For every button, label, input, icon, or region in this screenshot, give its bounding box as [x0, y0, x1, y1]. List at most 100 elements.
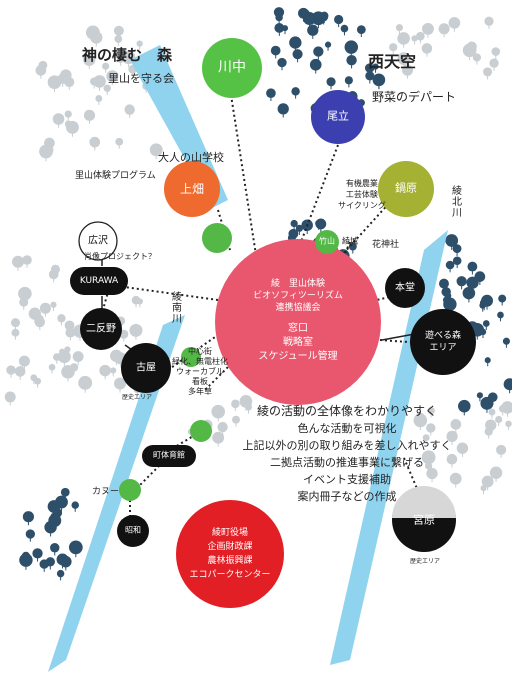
activity-line: イベント支援補助: [303, 473, 391, 486]
node-motodou-label: 本堂: [395, 282, 415, 294]
canoe-label: カヌー: [92, 487, 120, 497]
node-machiiku[interactable]: [142, 445, 196, 467]
node-kamihata-label: 上畑: [179, 181, 205, 196]
node-odate-label: 尾立: [327, 109, 349, 123]
history-right-label: 歴史エリア: [410, 558, 441, 565]
tree-crown: [60, 487, 70, 497]
tree-crown: [35, 65, 47, 76]
tree-crown: [324, 41, 332, 48]
portrait-label: 肖像プロジェクト？: [84, 252, 156, 261]
adult-school-label: 大人の山学校: [158, 151, 224, 164]
tree-crown: [102, 62, 110, 70]
tree-crown: [416, 31, 425, 41]
tree-crown: [452, 244, 462, 254]
tree-crown: [397, 32, 410, 45]
tree-crown: [426, 467, 438, 480]
node-nabehara[interactable]: [378, 161, 434, 217]
tree-crown: [295, 224, 303, 232]
tree-crown: [50, 264, 61, 274]
tree-crown: [149, 143, 163, 157]
organic-item: 有機農業: [345, 179, 378, 188]
node-kurawa[interactable]: [70, 267, 128, 295]
tree-crown: [309, 58, 322, 71]
tree-crown: [427, 406, 435, 415]
tree-crown: [476, 392, 483, 399]
node-canoe[interactable]: [119, 479, 141, 501]
tree-crown: [50, 543, 60, 553]
vegetable-label: 野菜のデパート: [372, 90, 457, 104]
tree-crown: [4, 391, 16, 403]
tree-crown: [95, 95, 103, 102]
hub-line: 戦略室: [283, 337, 313, 348]
organic-item: 工芸体験: [345, 190, 378, 199]
activity-line: 色んな活動を可視化: [297, 422, 397, 435]
tree-crown: [66, 120, 79, 134]
node-furuya[interactable]: [121, 343, 171, 393]
tree-crown: [344, 76, 353, 85]
satoyama-label: 里山を守る会: [108, 72, 174, 85]
tree-crown: [395, 24, 404, 32]
tree-crown: [483, 67, 493, 77]
node-showa[interactable]: [117, 515, 149, 547]
tree-crown: [311, 11, 326, 26]
tree-crown: [505, 420, 512, 428]
node-small-green-1[interactable]: [202, 223, 232, 253]
tree-crown: [458, 399, 471, 413]
tree-crown: [99, 364, 111, 377]
node-futatsuno-label: 二反野: [86, 323, 116, 335]
tree-crown: [83, 53, 96, 66]
tree-crown: [106, 70, 119, 83]
tree-crown: [34, 316, 46, 328]
tree-crown: [45, 145, 54, 154]
tree-crown: [421, 450, 436, 465]
tree-crown: [346, 54, 357, 66]
tree-crown: [59, 348, 66, 355]
node-motodou[interactable]: [385, 268, 425, 308]
tree-crown: [497, 311, 504, 319]
node-kawanaka[interactable]: [202, 38, 262, 98]
hub-circle[interactable]: [215, 239, 381, 405]
node-kamihata[interactable]: [164, 161, 220, 217]
tree-crown: [18, 355, 30, 367]
node-small-green-2[interactable]: [190, 420, 212, 442]
tree-crown: [438, 278, 449, 289]
tree-crown: [83, 109, 96, 121]
node-takeyama-label: 竹山: [319, 236, 335, 246]
tree-crown: [482, 320, 490, 327]
node-hirosawa[interactable]: [78, 221, 118, 261]
tree-crown: [52, 508, 63, 518]
node-futatsuno[interactable]: [80, 308, 122, 350]
node-takeyama-bg[interactable]: [315, 230, 339, 254]
river-north-label: 綾北川: [452, 186, 462, 219]
tree-crown: [462, 286, 476, 300]
tree-crown: [496, 444, 507, 455]
tree-crown: [445, 234, 459, 247]
center-area-item: 緑化、無電柱化: [172, 357, 228, 366]
tree-crown: [466, 276, 479, 289]
node-center-area[interactable]: [181, 347, 201, 367]
activities-text: 綾の活動の全体像をわかりやすく 色んな活動を可視化 上記以外の別の取り組みを差し…: [243, 403, 452, 505]
town-hall-circle[interactable]: [176, 500, 284, 608]
node-asoberu[interactable]: [410, 309, 476, 375]
river-south-label: 綾南川: [172, 292, 182, 325]
center-area-list: 中心街 緑化、無電柱化 ウォーカブル 看板 多年草: [172, 347, 228, 397]
node-odate[interactable]: [311, 90, 365, 144]
tree-crown: [103, 84, 111, 92]
tree-crown: [11, 328, 20, 337]
tree-crown: [422, 434, 430, 442]
tree-crown: [397, 52, 411, 66]
tree-crown: [480, 485, 487, 492]
tree-crown: [481, 475, 494, 488]
tree-crown: [288, 228, 299, 239]
tree-crown: [277, 57, 287, 68]
tree-crown: [69, 363, 79, 372]
activity-line: 上記以外の別の取り組みを差し入れやすく: [242, 439, 452, 452]
node-machiiku-label: 町体育館: [153, 450, 185, 460]
tree-crown: [114, 377, 127, 390]
river-ayaminami-lower: [48, 315, 185, 672]
tree-crown: [389, 43, 398, 52]
tree-crown: [19, 553, 33, 567]
tree-crown: [467, 261, 478, 272]
hub-line: 連携協議会: [275, 303, 321, 313]
